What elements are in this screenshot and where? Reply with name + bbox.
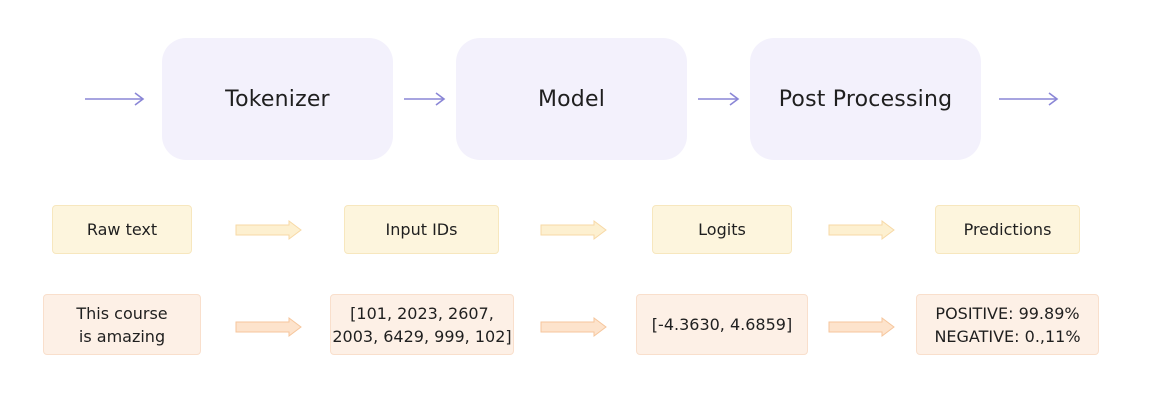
value-raw-text: This course is amazing: [43, 294, 201, 355]
value-raw-text-line-2: is amazing: [78, 326, 166, 346]
value-input-ids: [101, 2023, 2607, 2003, 6429, 999, 102]: [330, 294, 514, 355]
label-input-ids-text: Input IDs: [385, 220, 458, 239]
model-to-postprocessing-arrow: [698, 92, 740, 106]
value-input-ids-line-1: [101, 2023, 2607,: [350, 303, 494, 323]
value-logits-line-1: [-4.3630, 4.6859]: [651, 315, 793, 334]
value-arrow-3: [828, 317, 895, 337]
output-arrow: [999, 92, 1059, 106]
stage-post-processing-label: Post Processing: [778, 86, 953, 112]
value-arrow-2: [540, 317, 607, 337]
tokenizer-to-model-arrow: [404, 92, 446, 106]
label-raw-text: Raw text: [52, 205, 192, 254]
stage-tokenizer: Tokenizer: [162, 38, 393, 160]
label-predictions-text: Predictions: [963, 220, 1052, 239]
label-arrow-1: [235, 220, 302, 240]
label-predictions: Predictions: [935, 205, 1080, 254]
stage-model-label: Model: [537, 86, 606, 112]
value-arrow-1: [235, 317, 302, 337]
value-predictions-line-2: NEGATIVE: 0.,11%: [934, 326, 1081, 346]
stage-post-processing: Post Processing: [750, 38, 981, 160]
label-raw-text-text: Raw text: [86, 220, 158, 239]
label-input-ids: Input IDs: [344, 205, 499, 254]
label-arrow-2: [540, 220, 607, 240]
label-logits: Logits: [652, 205, 792, 254]
label-arrow-3: [828, 220, 895, 240]
value-raw-text-line-1: This course: [76, 303, 168, 323]
label-logits-text: Logits: [698, 220, 746, 239]
stage-tokenizer-label: Tokenizer: [225, 86, 330, 112]
stage-model: Model: [456, 38, 687, 160]
input-arrow: [85, 92, 145, 106]
value-predictions: POSITIVE: 99.89% NEGATIVE: 0.,11%: [916, 294, 1099, 355]
value-input-ids-line-2: 2003, 6429, 999, 102]: [332, 326, 512, 346]
value-predictions-line-1: POSITIVE: 99.89%: [935, 303, 1080, 323]
value-logits: [-4.3630, 4.6859]: [636, 294, 808, 355]
